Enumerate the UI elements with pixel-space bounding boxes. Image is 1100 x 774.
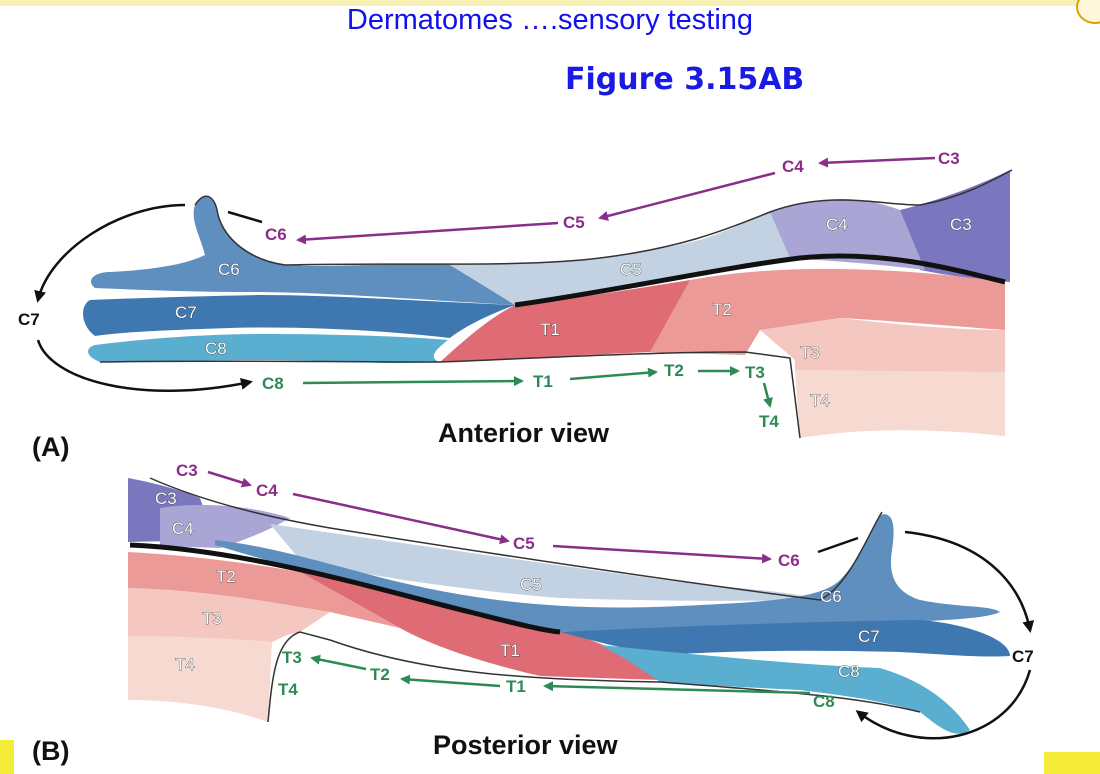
arrow-a-c6: C6 [265,225,287,244]
region-a-t2 [640,268,1005,355]
region-a-c3 [900,170,1010,282]
label-b-t2: T2 [216,567,236,586]
anterior-view-caption: Anterior view [438,418,610,448]
region-b-t1 [300,572,660,680]
anterior-arrows: C3 C4 C5 C6 C7 C8 T1 T2 T3 T4 [18,149,960,431]
label-b-c4: C4 [172,519,194,538]
label-b-c3: C3 [155,489,177,508]
region-a-c5 [450,212,790,305]
region-b-c4 [160,505,290,548]
arrow-a-t4: T4 [759,412,779,431]
label-a-c7: C7 [175,303,197,322]
arrow-b-c7: C7 [1012,647,1034,666]
label-a-c8: C8 [205,339,227,358]
arrow-a-t1: T1 [533,372,553,391]
posterior-arm [128,477,1010,734]
arrow-b-c4: C4 [256,481,278,500]
region-b-c8 [600,645,970,734]
anterior-arm [83,169,1013,439]
arrow-b-c8: C8 [813,692,835,711]
region-a-c6 [90,196,515,305]
posterior-region-labels: C3 C4 C5 C6 C7 C8 T1 T2 T3 T4 [155,489,880,682]
region-a-c7 [83,295,516,338]
arrow-b-c6: C6 [778,551,800,570]
bottom-left-strip [0,740,14,774]
region-a-c4 [760,198,925,270]
label-b-t4: T4 [175,655,195,674]
posterior-arrows: C3 C4 C5 C6 C7 C8 T1 T2 T3 T4 [176,461,1035,740]
region-b-t4 [128,635,272,722]
label-a-c6: C6 [218,260,240,279]
arrow-b-t4: T4 [278,680,298,699]
region-a-t4 [795,370,1005,438]
panel-b-letter: (B) [32,736,69,766]
region-a-t3 [760,318,1005,372]
label-b-c5: C5 [520,575,542,594]
posterior-view-caption: Posterior view [433,730,619,760]
region-b-c6 [215,514,1000,632]
arrow-a-c7: C7 [18,310,40,329]
arrow-b-t3: T3 [282,648,302,667]
arrow-b-t2: T2 [370,665,390,684]
region-a-t1 [440,280,690,362]
bottom-right-strip [1044,752,1100,774]
label-a-t2: T2 [712,300,732,319]
label-a-t4: T4 [810,391,830,410]
arrow-a-t3: T3 [745,363,765,382]
label-a-c5: C5 [620,260,642,279]
arrow-a-t2: T2 [664,361,684,380]
label-b-t1: T1 [500,641,520,660]
anterior-region-labels: C3 C4 C5 C6 C7 C8 T1 T2 T3 T4 [175,215,972,411]
region-b-t2 [128,552,400,628]
label-b-c8: C8 [838,662,860,681]
panel-a-letter: (A) [32,432,69,462]
arrow-b-t1: T1 [506,677,526,696]
label-a-t1: T1 [540,320,560,339]
top-banner-strip [0,0,1100,6]
label-b-t3: T3 [202,609,222,628]
slide-title: Dermatomes ….sensory testing [346,4,754,36]
region-b-c7 [560,620,1010,657]
label-b-c6: C6 [820,587,842,606]
label-a-t3: T3 [800,343,820,362]
arrow-a-c3: C3 [938,149,960,168]
label-b-c7: C7 [858,627,880,646]
region-a-c8 [88,334,449,363]
arrow-a-c5: C5 [563,213,585,232]
arrow-a-c8: C8 [262,374,284,393]
figure-title: Figure 3.15AB [565,62,805,97]
region-b-t3 [128,588,330,642]
arrow-b-c3: C3 [176,461,198,480]
arrow-a-c4: C4 [782,157,804,176]
label-a-c4: C4 [826,215,848,234]
arrow-b-c5: C5 [513,534,535,553]
label-a-c3: C3 [950,215,972,234]
